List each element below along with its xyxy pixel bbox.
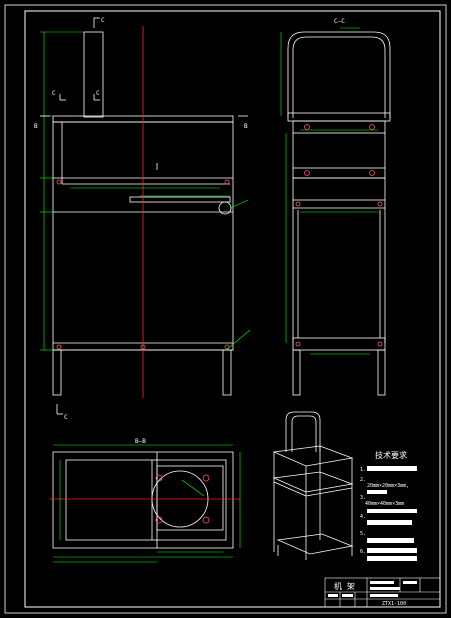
top-view: [52, 451, 234, 549]
side-mid-shelf: [292, 167, 386, 179]
title-block: [324, 577, 441, 608]
side-view: [287, 31, 391, 396]
iso-shelf-bottom: [276, 533, 354, 555]
side-dimensions: [280, 27, 378, 355]
side-bottom-shelf: [292, 337, 386, 351]
mark-c-right: C: [96, 90, 100, 97]
front-dimensions: [40, 31, 251, 351]
front-holes: [56, 179, 230, 350]
mark-b-right: B: [244, 123, 248, 130]
tech-req-items: 1. 2. 20mm×20mm×3mm, 3. 40mm×40mm×3mm 4.…: [360, 466, 417, 561]
title-block-drawing-no: ZTX1-100: [382, 601, 406, 607]
section-cc-label: C—C: [334, 18, 345, 25]
front-leg-left: [52, 349, 62, 396]
top-frame-inner: [65, 459, 227, 541]
front-mid-rail: [129, 196, 231, 203]
sheet-border-outer: [4, 4, 447, 614]
tech-req-text-bar-3: [367, 509, 417, 513]
top-frame-outer: [52, 451, 234, 549]
tech-req-text-3: 40mm×40mm×3mm: [365, 501, 404, 507]
top-dimensions: [53, 444, 241, 563]
front-leg-right: [222, 349, 232, 396]
tech-req-no-1: 1.: [360, 467, 366, 473]
title-block-fills: [328, 581, 417, 597]
side-leg-left: [292, 349, 301, 396]
side-leg-right: [377, 349, 386, 396]
mark-c-top: C: [101, 17, 105, 24]
top-holes: [155, 474, 210, 524]
tech-req-title: 技术要求: [375, 450, 407, 460]
sheet-border-inner: [24, 10, 441, 608]
mark-c-bottom: C: [64, 414, 68, 421]
tech-req-text-bar-6: [367, 548, 417, 553]
section-bb-label: B—B: [135, 438, 146, 445]
iso-shelf-mid: [272, 471, 354, 493]
mark-b-left: B: [34, 123, 38, 130]
section-markers: [40, 17, 248, 415]
tech-req-text-bar-4: [367, 520, 412, 525]
side-top-shelf: [287, 112, 391, 122]
front-hole-circle: [218, 201, 232, 215]
title-block-name: 机 架: [334, 581, 355, 591]
tech-req-no-4: 4.: [360, 514, 366, 520]
tech-req-no-3: 3.: [360, 495, 366, 501]
mark-c-left: C: [52, 90, 56, 97]
side-holes: [295, 124, 383, 347]
side-back-arch: [287, 31, 391, 118]
isometric-view: [272, 411, 354, 560]
tech-req-text-2: 20mm×20mm×3mm,: [367, 483, 409, 489]
tech-req-no-6: 6.: [360, 549, 366, 555]
tech-req-text-bar-5: [367, 538, 414, 543]
front-back-post: [83, 31, 104, 118]
tech-req-text-bar-1: [367, 466, 417, 471]
tech-req-text-bar-2: [367, 490, 387, 494]
tech-req-no-5: 5.: [360, 531, 366, 537]
tech-req-no-2: 2.: [360, 477, 366, 483]
iso-back-frame: [285, 411, 321, 452]
